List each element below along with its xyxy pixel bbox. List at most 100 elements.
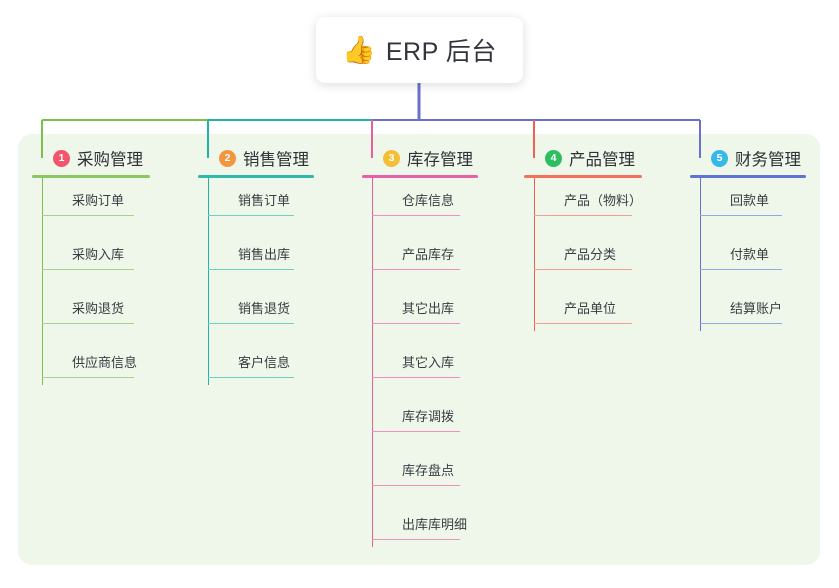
leaf-item[interactable]: 采购退货 — [42, 298, 134, 324]
leaf-label: 出库库明细 — [402, 516, 468, 532]
leaf-item[interactable]: 销售退货 — [208, 298, 294, 324]
branch-title-5: 财务管理 — [735, 151, 801, 169]
leaf-item[interactable]: 客户信息 — [208, 352, 294, 378]
leaf-underline — [534, 268, 632, 270]
leaf-item[interactable]: 库存调拨 — [372, 406, 460, 432]
leaf-underline — [208, 268, 294, 270]
leaf-label: 付款单 — [730, 246, 770, 262]
branch-badge-1: 1 — [53, 149, 70, 167]
leaf-underline — [208, 214, 294, 216]
leaf-label: 库存盘点 — [402, 462, 455, 478]
branch-header-3[interactable]: 3 库存管理 — [362, 146, 478, 170]
leaf-label: 产品单位 — [564, 300, 617, 316]
leaf-underline — [208, 322, 294, 324]
leaf-spine-3 — [372, 177, 374, 547]
leaf-spine-1 — [42, 177, 44, 385]
leaf-label: 回款单 — [730, 192, 770, 208]
leaf-underline — [372, 430, 460, 432]
leaf-underline — [700, 214, 782, 216]
leaf-label: 产品（物料） — [564, 192, 643, 208]
branch-header-5[interactable]: 5 财务管理 — [690, 146, 806, 170]
leaf-item[interactable]: 产品库存 — [372, 244, 460, 270]
branch-title-4: 产品管理 — [569, 151, 635, 169]
leaf-item[interactable]: 采购订单 — [42, 190, 134, 216]
leaf-label: 采购退货 — [72, 300, 125, 316]
leaf-label: 采购订单 — [72, 192, 125, 208]
leaf-label: 供应商信息 — [72, 354, 138, 370]
leaf-item[interactable]: 回款单 — [700, 190, 782, 216]
leaf-label: 库存调拨 — [402, 408, 455, 424]
leaf-underline — [534, 322, 632, 324]
branch-underline-4 — [524, 175, 642, 178]
branch-title-3: 库存管理 — [407, 151, 473, 169]
leaf-item[interactable]: 销售订单 — [208, 190, 294, 216]
leaf-underline — [42, 322, 134, 324]
leaf-label: 销售出库 — [238, 246, 291, 262]
leaf-underline — [700, 322, 782, 324]
leaf-item[interactable]: 库存盘点 — [372, 460, 460, 486]
branch-title-2: 销售管理 — [243, 151, 309, 169]
branch-panel-background — [18, 134, 820, 565]
leaf-label: 产品分类 — [564, 246, 617, 262]
leaf-label: 销售订单 — [238, 192, 291, 208]
leaf-label: 销售退货 — [238, 300, 291, 316]
branch-badge-4: 4 — [545, 149, 562, 167]
leaf-item[interactable]: 产品分类 — [534, 244, 632, 270]
leaf-list-2: 销售订单销售出库销售退货客户信息 — [198, 177, 314, 394]
leaf-underline — [208, 376, 294, 378]
root-title: ERP 后台 — [385, 38, 497, 66]
branch-badge-3: 3 — [383, 149, 400, 167]
thumbs-up-icon: 👍 — [342, 34, 376, 66]
leaf-underline — [700, 268, 782, 270]
leaf-underline — [372, 322, 460, 324]
branch-5: 5 财务管理回款单付款单结算账户 — [690, 146, 806, 340]
leaf-underline — [372, 376, 460, 378]
leaf-underline — [534, 214, 632, 216]
branch-badge-2: 2 — [219, 149, 236, 167]
branch-header-4[interactable]: 4 产品管理 — [524, 146, 642, 170]
branch-2: 2 销售管理销售订单销售出库销售退货客户信息 — [198, 146, 314, 394]
branch-4: 4 产品管理产品（物料） 产品分类产品单位 — [524, 146, 642, 340]
root-node[interactable]: 👍 ERP 后台 — [316, 17, 523, 83]
branch-title-1: 采购管理 — [77, 151, 143, 169]
leaf-underline — [42, 214, 134, 216]
leaf-spine-5 — [700, 177, 702, 331]
leaf-label: 其它入库 — [402, 354, 455, 370]
branch-underline-3 — [362, 175, 478, 178]
branch-3: 3 库存管理仓库信息产品库存其它出库其它入库库存调拨库存盘点出库库明细 — [362, 146, 478, 556]
leaf-underline — [42, 376, 134, 378]
leaf-spine-4 — [534, 177, 536, 331]
leaf-item[interactable]: 产品（物料） — [534, 190, 642, 216]
branch-badge-5: 5 — [711, 149, 728, 167]
branch-header-2[interactable]: 2 销售管理 — [198, 146, 314, 170]
leaf-item[interactable]: 结算账户 — [700, 298, 782, 324]
leaf-label: 其它出库 — [402, 300, 455, 316]
leaf-item[interactable]: 采购入库 — [42, 244, 134, 270]
leaf-list-5: 回款单付款单结算账户 — [690, 177, 806, 340]
leaf-label: 产品库存 — [402, 246, 455, 262]
leaf-underline — [42, 268, 134, 270]
leaf-item[interactable]: 产品单位 — [534, 298, 632, 324]
leaf-item[interactable]: 仓库信息 — [372, 190, 460, 216]
leaf-item[interactable]: 其它入库 — [372, 352, 460, 378]
leaf-label: 仓库信息 — [402, 192, 455, 208]
branch-1: 1 采购管理采购订单采购入库采购退货供应商信息 — [32, 146, 150, 394]
branch-underline-5 — [690, 175, 806, 178]
leaf-label: 结算账户 — [730, 300, 783, 316]
leaf-item[interactable]: 出库库明细 — [372, 514, 467, 540]
leaf-label: 客户信息 — [238, 354, 291, 370]
leaf-item[interactable]: 其它出库 — [372, 298, 460, 324]
branch-underline-2 — [198, 175, 314, 178]
leaf-list-3: 仓库信息产品库存其它出库其它入库库存调拨库存盘点出库库明细 — [362, 177, 478, 556]
leaf-underline — [372, 268, 460, 270]
leaf-spine-2 — [208, 177, 210, 385]
branch-underline-1 — [32, 175, 150, 178]
leaf-list-4: 产品（物料） 产品分类产品单位 — [524, 177, 642, 340]
leaf-item[interactable]: 付款单 — [700, 244, 782, 270]
leaf-item[interactable]: 销售出库 — [208, 244, 294, 270]
branch-header-1[interactable]: 1 采购管理 — [32, 146, 150, 170]
leaf-item[interactable]: 供应商信息 — [42, 352, 137, 378]
leaf-underline — [372, 484, 460, 486]
